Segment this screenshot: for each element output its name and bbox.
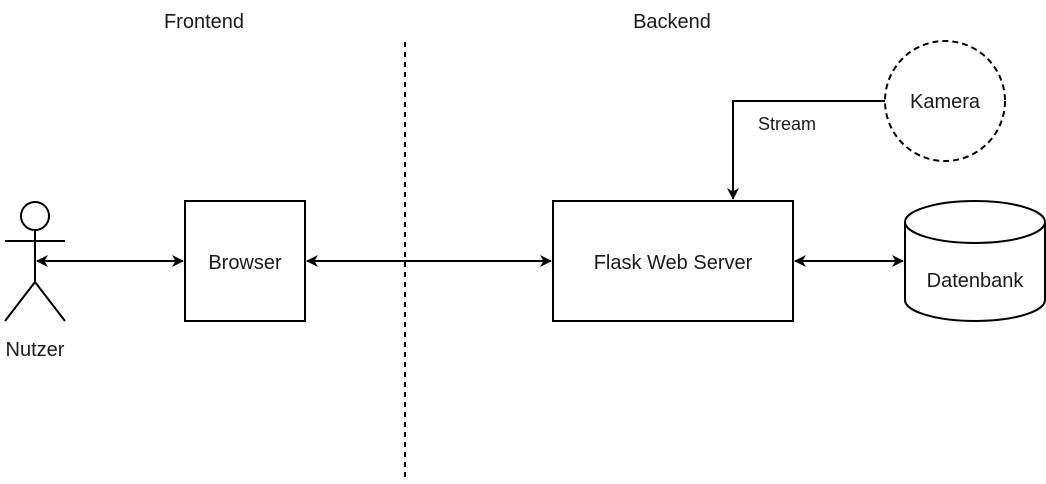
stream-edge-label: Stream <box>758 114 816 134</box>
browser-node[interactable] <box>184 200 306 322</box>
browser-label: Browser <box>208 252 282 274</box>
server-node[interactable] <box>552 200 794 322</box>
section-frontend-label: Frontend <box>164 11 244 33</box>
camera-label: Kamera <box>910 91 981 113</box>
database-cylinder-icon[interactable] <box>904 200 1046 322</box>
database-label: Datenbank <box>927 270 1025 292</box>
user-actor-icon[interactable] <box>4 201 66 322</box>
section-backend-label: Backend <box>633 11 711 33</box>
server-label: Flask Web Server <box>594 252 753 274</box>
user-label: Nutzer <box>6 339 65 361</box>
camera-node[interactable] <box>884 40 1006 162</box>
edge-camera-server <box>727 100 885 200</box>
